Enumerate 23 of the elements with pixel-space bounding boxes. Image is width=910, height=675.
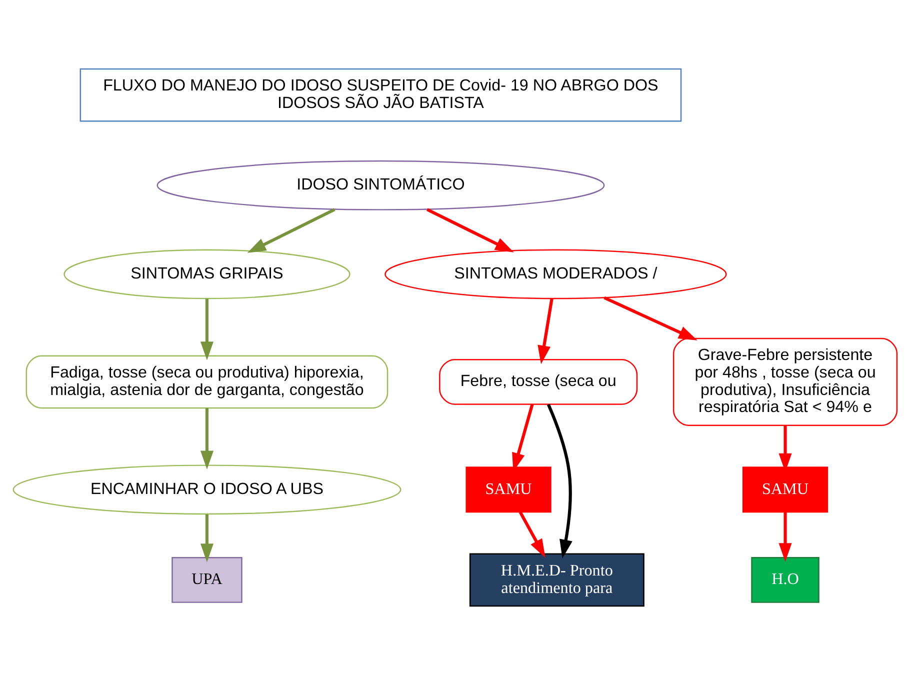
arrow: [778, 512, 792, 562]
node-ellipse: SINTOMAS MODERADOS /: [384, 249, 727, 300]
node-box: H.O: [751, 557, 820, 603]
node-ellipse: ENCAMINHAR O IDOSO A UBS: [12, 464, 402, 515]
node-box: H.M.E.D- Pronto atendimento para: [469, 553, 644, 607]
arrow: [200, 514, 214, 562]
arrow: [426, 208, 514, 252]
arrow: [200, 408, 214, 470]
node-box: SAMU: [466, 466, 552, 513]
node-box: UPA: [172, 557, 242, 603]
node-box: FLUXO DO MANEJO DO IDOSO SUSPEITO DE Covid- 19 NO ABRGO DOS IDOSOS SÃO JÃO BATISTA: [80, 68, 682, 122]
node-box: Fadiga, tosse (seca ou produtiva) hiporexia, mialgia, astenia dor de garganta, congestão: [26, 355, 388, 409]
node-ellipse: SINTOMAS GRIPAIS: [64, 249, 350, 300]
arrow: [546, 404, 572, 558]
arrow: [538, 298, 554, 364]
node-ellipse: IDOSO SINTOMÁTICO: [156, 160, 605, 210]
node-box: Grave-Febre persistente por 48hs , tosse (seca ou produtiva), Insuficiência respiratória Sat < 94% e: [672, 338, 898, 426]
arrow: [518, 511, 546, 558]
node-box: SAMU: [742, 466, 828, 513]
node-box: Febre, tosse (seca ou: [439, 358, 638, 405]
arrow: [247, 208, 336, 253]
arrow: [200, 298, 214, 360]
arrow: [604, 296, 698, 340]
